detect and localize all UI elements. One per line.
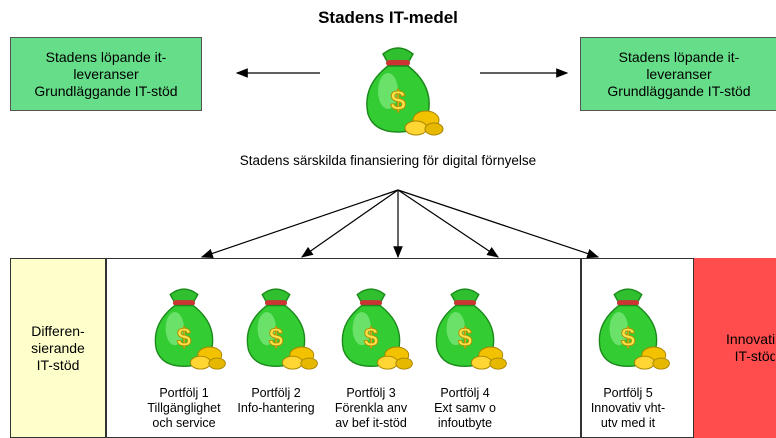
- innov-line-1: Innovativt: [726, 331, 776, 347]
- svg-text:$: $: [458, 324, 472, 352]
- money-bag-icon: $: [341, 288, 413, 370]
- arrow-to-portfolio-2: [301, 189, 399, 258]
- left-box-line-1: Stadens löpande it-: [45, 48, 167, 65]
- right-it-delivery-box: Stadens löpande it- leveranser Grundlägg…: [580, 37, 776, 111]
- svg-text:$: $: [269, 324, 283, 352]
- gold-coin-icon: [281, 346, 318, 370]
- money-bag-icon: $: [435, 288, 507, 370]
- portfolio-3-line-3: av bef it-stöd: [335, 416, 407, 430]
- right-box-line-1: Stadens löpande it-: [618, 48, 740, 65]
- right-box-line-3: Grundläggande IT-stöd: [607, 82, 751, 99]
- left-box-line-2: leveranser: [73, 65, 139, 82]
- diff-line-2: sierande: [31, 339, 85, 356]
- portfolio-row: Differen- sierande IT-stöd Innovativt IT…: [10, 258, 776, 438]
- gold-coin-icon: [189, 346, 226, 370]
- portfolio-5-line-1: Portfölj 5: [603, 386, 653, 400]
- arrow-to-portfolio-5: [397, 189, 600, 259]
- portfolio-1-line-3: och service: [152, 416, 216, 430]
- svg-text:$: $: [177, 324, 191, 352]
- arrow-to-portfolio-1: [200, 189, 399, 259]
- gold-coin-icon: [470, 346, 507, 370]
- svg-text:$: $: [621, 324, 635, 352]
- svg-text:$: $: [364, 324, 378, 352]
- portfolio-2-line-2: Info-hantering: [237, 401, 315, 415]
- portfolio-2-line-1: Portfölj 2: [251, 386, 301, 400]
- innov-line-2: IT-stöd: [734, 348, 776, 364]
- svg-text:$: $: [390, 85, 406, 116]
- money-bag-icon: $: [154, 288, 226, 370]
- innovative-it-support-cell: Innovativt IT-stöd: [694, 258, 776, 438]
- diff-line-3: IT-stöd: [36, 356, 80, 373]
- differentiating-it-support-cell: Differen- sierande IT-stöd: [10, 258, 106, 438]
- portfolio-5-line-3: utv med it: [600, 416, 656, 430]
- portfolio-4-line-1: Portfölj 4: [440, 386, 490, 400]
- digital-renewal-funding-label: Stadens särskilda finansiering för digit…: [239, 153, 537, 168]
- money-bag-icon: $: [246, 288, 318, 370]
- portfolio-5-line-2: Innovativ vht-: [590, 401, 666, 415]
- portfolio-1-line-1: Portfölj 1: [159, 386, 209, 400]
- portfolio-1-line-2: Tillgänglighet: [147, 401, 221, 415]
- money-bag-icon: $: [366, 47, 444, 136]
- money-bag-icon-shape: $: [366, 47, 430, 133]
- gold-coin-icon: [633, 346, 670, 370]
- portfolio-3-line-2: Förenkla anv: [334, 401, 408, 415]
- left-it-delivery-box: Stadens löpande it- leveranser Grundlägg…: [10, 37, 202, 111]
- gold-coin-icon: [376, 346, 413, 370]
- right-box-line-2: leveranser: [646, 65, 712, 82]
- portfolio-4-line-3: infoutbyte: [437, 416, 493, 430]
- arrow-to-portfolio-4: [397, 189, 499, 258]
- portfolio-4-line-2: Ext samv o: [434, 401, 496, 415]
- diff-line-1: Differen-: [31, 322, 85, 339]
- money-bag-icon: $: [598, 288, 670, 370]
- left-box-line-3: Grundläggande IT-stöd: [34, 82, 178, 99]
- portfolio-3-line-1: Portfölj 3: [346, 386, 396, 400]
- diagram-title: Stadens IT-medel: [318, 8, 458, 27]
- gold-coin-icon: [404, 110, 444, 136]
